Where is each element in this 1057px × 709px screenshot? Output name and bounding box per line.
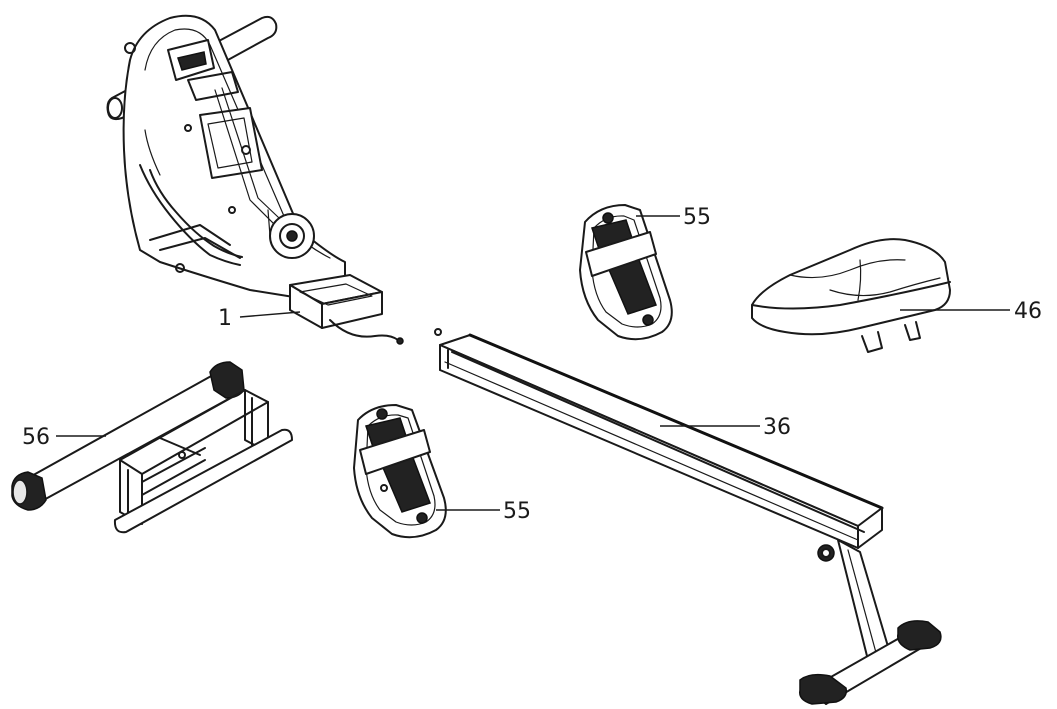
callout-56: 56 bbox=[22, 425, 50, 450]
callout-1: 1 bbox=[218, 306, 232, 331]
callout-46: 46 bbox=[1014, 299, 1042, 324]
leader-1 bbox=[239, 311, 301, 318]
callout-55-upper: 55 bbox=[683, 205, 711, 230]
seat bbox=[751, 238, 951, 353]
callout-36: 36 bbox=[763, 415, 791, 440]
stabilizer bbox=[11, 361, 293, 534]
foot-pedal-lower bbox=[353, 404, 447, 539]
callout-labels: 1 55 46 36 56 55 bbox=[22, 205, 1042, 524]
callout-55-lower: 55 bbox=[503, 499, 531, 524]
rail bbox=[434, 328, 942, 705]
leader-lines bbox=[56, 215, 1010, 511]
foot-pedal-upper bbox=[579, 204, 673, 341]
rower-main-body bbox=[106, 14, 404, 345]
